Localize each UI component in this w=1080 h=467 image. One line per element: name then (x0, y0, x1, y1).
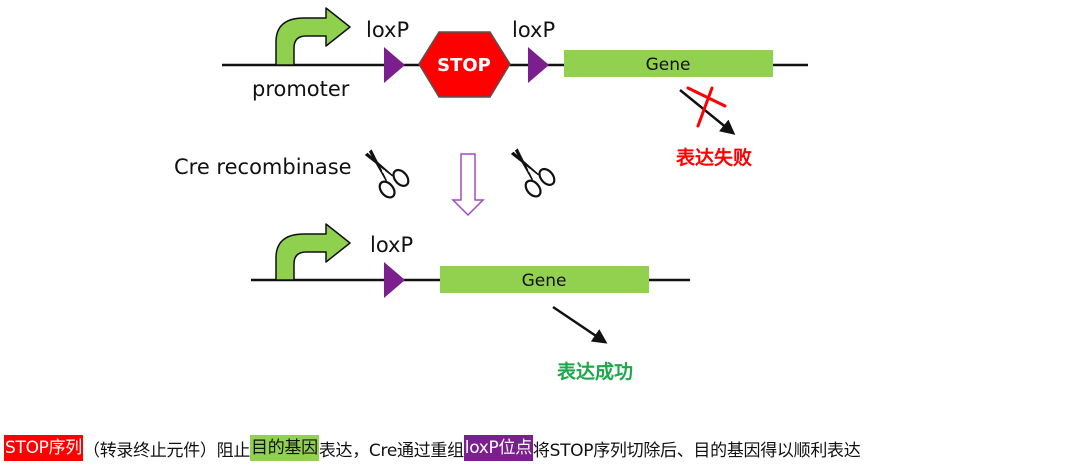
success-label: 表达成功 (557, 360, 633, 383)
scissors-icon (364, 149, 410, 199)
caption-text-2: 表达，Cre通过重组 (318, 440, 464, 461)
caption-loxp-site: loxP位点 (463, 435, 533, 461)
success-arrow (552, 305, 608, 344)
caption: STOP序列 （转录终止元件）阻止 目的基因 表达，Cre通过重组 loxP位点… (4, 434, 1078, 462)
loxp-right-label: loxP (512, 18, 555, 42)
enzyme-section: Cre recombinase (174, 148, 556, 217)
gene-box-bottom (440, 266, 649, 293)
promoter-arrow-icon-bottom (275, 223, 351, 281)
caption-text-3: 将STOP序列切除后、目的基因得以顺利表达 (532, 440, 861, 461)
caption-stop-sequence: STOP序列 (4, 435, 84, 461)
down-arrow-icon (451, 153, 485, 217)
promoter-label: promoter (252, 77, 350, 101)
loxp-label-bottom: loxP (370, 233, 413, 257)
promoter-arrow-icon (275, 7, 351, 66)
fail-arrow (679, 89, 736, 135)
top-construct: promoter loxP STOP loxP Gene 表达失败 (222, 7, 808, 169)
stop-label: STOP (437, 55, 491, 76)
scissors-icon-2 (510, 148, 556, 198)
caption-text-1: （转录终止元件）阻止 (83, 440, 251, 461)
stop-icon (418, 31, 511, 98)
bottom-construct: loxP Gene 表达成功 (251, 223, 690, 383)
cross-icon (686, 86, 727, 128)
gene-label-top: Gene (646, 55, 691, 75)
loxp-left-icon (384, 47, 405, 83)
gene-label-bottom: Gene (522, 271, 567, 291)
gene-box-top (564, 50, 773, 77)
loxp-right-icon (528, 47, 549, 83)
fail-label: 表达失败 (676, 146, 752, 169)
loxp-icon-bottom (384, 262, 405, 298)
cre-label: Cre recombinase (174, 155, 352, 179)
caption-target-gene: 目的基因 (250, 435, 319, 461)
loxp-left-label: loxP (366, 18, 409, 42)
